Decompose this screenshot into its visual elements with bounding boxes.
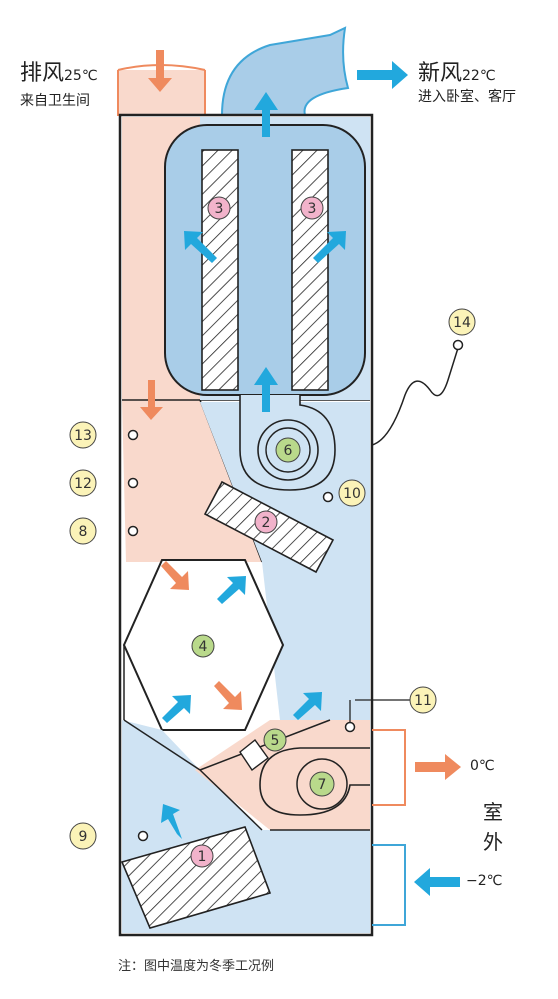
outdoor-intake-duct [372, 844, 406, 926]
marker-1-text: 1 [198, 849, 207, 865]
fresh-air-arrows [161, 61, 460, 896]
marker-6-text: 6 [284, 443, 293, 459]
marker-13 [69, 421, 97, 449]
marker-8-text: 8 [79, 524, 88, 540]
marker-2 [254, 510, 278, 534]
marker-14-text: 14 [453, 315, 471, 331]
outdoor-label-2: 外 [483, 830, 503, 854]
exhaust-label: 排风25℃ [20, 55, 98, 87]
fresh-air-outlet-duct [220, 26, 350, 116]
marker-6 [275, 437, 301, 463]
marker-12-text: 12 [74, 476, 92, 492]
top-core-housing [164, 124, 366, 396]
sensor-14-dot [452, 339, 464, 351]
filter-3-right [291, 149, 329, 391]
outdoor-out-temp: 0℃ [470, 758, 495, 774]
sensor-9-dot [137, 830, 149, 842]
marker-10-text: 10 [343, 486, 361, 502]
marker-7-text: 7 [318, 777, 327, 793]
sensor-8-dot [127, 525, 139, 537]
fresh-temp: 22℃ [462, 68, 496, 84]
fresh-title: 新风 [418, 61, 463, 86]
exhaust-outlet-duct [372, 729, 406, 806]
marker-13-text: 13 [74, 428, 92, 444]
exhaust-title: 排风 [20, 61, 65, 86]
sensor-11-dot [344, 721, 356, 733]
marker-3a [207, 196, 231, 220]
sensor-10-dot [322, 491, 334, 503]
sensor-13-dot [127, 429, 139, 441]
marker-12 [69, 469, 97, 497]
marker-10 [338, 479, 366, 507]
marker-11-text: 11 [414, 693, 432, 709]
marker-11 [409, 686, 437, 714]
footnote: 注：图中温度为冬季工况例 [118, 959, 275, 974]
component-markers [69, 196, 476, 868]
sensor-14-wire [371, 347, 459, 446]
exhaust-source: 来自卫生间 [20, 93, 90, 109]
bypass-damper-5 [239, 738, 269, 772]
fresh-destination: 进入卧室、客厅 [418, 89, 516, 105]
sensor-12-dot [127, 477, 139, 489]
marker-3b-text: 3 [308, 201, 317, 217]
outdoor-label-1: 室 [483, 800, 503, 824]
filter-1 [120, 826, 272, 929]
marker-4 [191, 634, 215, 658]
marker-5-text: 5 [271, 733, 280, 749]
filter-3-left [201, 149, 239, 391]
marker-3a-text: 3 [215, 201, 224, 217]
marker-4-text: 4 [199, 639, 208, 655]
marker-5 [263, 728, 287, 752]
marker-14 [448, 308, 476, 336]
marker-8 [69, 517, 97, 545]
fresh-label: 新风22℃ [418, 55, 496, 87]
outdoor-in-temp: −2℃ [466, 873, 503, 889]
marker-9 [69, 822, 97, 850]
marker-2-text: 2 [262, 515, 271, 531]
marker-1 [190, 844, 214, 868]
exhaust-arrows [140, 50, 461, 780]
marker-7 [309, 771, 335, 797]
exhaust-temp: 25℃ [64, 68, 98, 84]
marker-9-text: 9 [79, 829, 88, 845]
marker-3b [300, 196, 324, 220]
marker-numbers: 3 3 6 2 4 5 7 1 13 12 8 9 10 11 14 [74, 201, 471, 865]
